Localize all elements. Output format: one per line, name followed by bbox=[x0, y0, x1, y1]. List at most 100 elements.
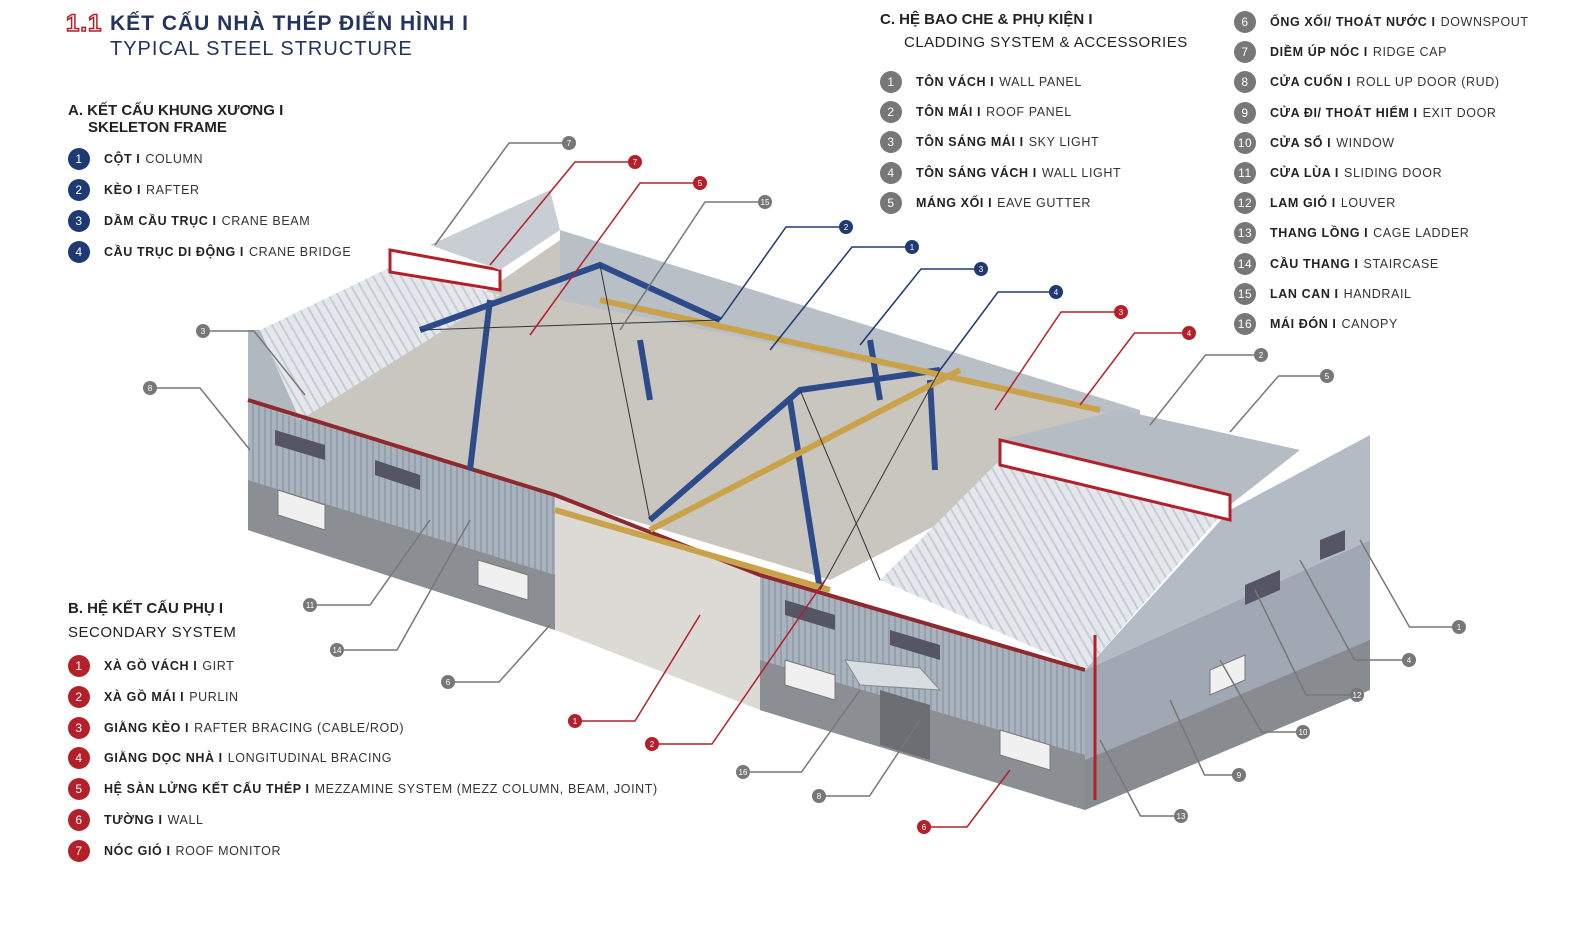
eave-gutter bbox=[247, 398, 1086, 672]
callout-leader-line bbox=[769, 246, 912, 351]
callout-marker bbox=[1254, 348, 1268, 362]
legend-label-en: DOWNSPOUT bbox=[1440, 15, 1529, 29]
callout-leader-line bbox=[1149, 354, 1261, 426]
callout-number: 14 bbox=[333, 646, 342, 655]
number-badge: 4 bbox=[68, 747, 90, 770]
legend-label-vi: CỬA ĐI/ THOÁT HIỂM I bbox=[1270, 105, 1418, 120]
number-badge: 7 bbox=[68, 839, 90, 862]
legend-label-en: STAIRCASE bbox=[1363, 256, 1439, 271]
number-badge: 1 bbox=[880, 71, 902, 93]
legend-label-en: PURLIN bbox=[189, 689, 239, 704]
roof-left bbox=[260, 265, 500, 420]
callout-leader-line bbox=[859, 268, 981, 346]
callout-marker bbox=[330, 643, 344, 657]
callout-leader-line bbox=[819, 719, 921, 797]
number-badge: 8 bbox=[1234, 71, 1256, 94]
number-badge: 2 bbox=[68, 685, 90, 708]
callout-leader-line bbox=[203, 330, 306, 396]
crane-beams bbox=[554, 297, 1101, 593]
section-b-title: B. HỆ KẾT CẤU PHỤ I bbox=[68, 600, 224, 617]
callout-number: 6 bbox=[446, 678, 451, 687]
callout-marker bbox=[736, 765, 750, 779]
section-number: 1.1 bbox=[65, 9, 103, 38]
number-badge: 5 bbox=[880, 191, 902, 214]
callout-number: 5 bbox=[698, 179, 703, 188]
legend-label-vi: TÔN VÁCH I bbox=[916, 75, 995, 89]
legend-label-vi: ỐNG XỐI/ THOÁT NƯỚC I bbox=[1270, 15, 1436, 29]
callout-marker bbox=[441, 675, 455, 689]
number-badge: 10 bbox=[1234, 131, 1256, 154]
legend-label-vi: LAN CAN I bbox=[1270, 286, 1339, 301]
door bbox=[880, 690, 930, 760]
floor bbox=[300, 240, 1140, 580]
legend-label-vi: XÀ GỒ VÁCH I bbox=[104, 659, 198, 673]
number-badge: 12 bbox=[1234, 192, 1256, 215]
callout-leader-line bbox=[1229, 375, 1327, 433]
callout-number: 4 bbox=[1054, 288, 1059, 297]
page-title: KẾT CẤU NHÀ THÉP ĐIỂN HÌNH I bbox=[110, 12, 469, 35]
legend-label-en: ROLL UP DOOR (RUD) bbox=[1356, 75, 1500, 90]
number-badge: 2 bbox=[68, 179, 90, 201]
callout-marker bbox=[974, 262, 988, 276]
legend-label-vi: NÓC GIÓ I bbox=[104, 843, 171, 858]
legend-label-en: ROOF PANEL bbox=[986, 105, 1072, 120]
callout-leader-line bbox=[489, 161, 635, 266]
legend-label-vi: CỬA CUỐN I bbox=[1270, 75, 1352, 90]
callout-number: 9 bbox=[1237, 771, 1242, 780]
callout-leader-line bbox=[1169, 699, 1239, 776]
legend-label-en: CRANE BRIDGE bbox=[248, 245, 352, 259]
canopy bbox=[844, 659, 942, 691]
number-badge: 9 bbox=[1234, 101, 1256, 124]
legend-label-en: WALL LIGHT bbox=[1041, 165, 1122, 180]
legend-label-en: CANOPY bbox=[1341, 316, 1398, 331]
number-badge: 7 bbox=[1234, 41, 1256, 64]
callout-number: 1 bbox=[573, 717, 578, 726]
legend-label-vi: TÔN MÁI I bbox=[916, 105, 982, 120]
callout-leader-line bbox=[434, 142, 569, 246]
callout-number: 12 bbox=[1353, 691, 1362, 700]
number-badge: 2 bbox=[880, 101, 902, 124]
number-badge: 3 bbox=[68, 716, 90, 739]
page-subtitle: TYPICAL STEEL STRUCTURE bbox=[110, 38, 413, 60]
callout-number: 8 bbox=[148, 384, 153, 393]
callout-number: 4 bbox=[1187, 329, 1192, 338]
callout-number: 5 bbox=[1325, 372, 1330, 381]
number-badge: 16 bbox=[1234, 312, 1256, 335]
legend-item: 14 CẦU THANG I STAIRCASE bbox=[1234, 252, 1529, 275]
callout-leader-line bbox=[448, 624, 551, 683]
number-badge: 1 bbox=[68, 655, 90, 677]
legend-item: 16 MÁI ĐÓN I CANOPY bbox=[1234, 312, 1529, 335]
callout-number: 3 bbox=[1119, 308, 1124, 317]
number-badge: 6 bbox=[1234, 11, 1256, 33]
callout-leader-line bbox=[619, 201, 765, 331]
callout-leader-line bbox=[924, 769, 1011, 828]
legend-label-en: LOUVER bbox=[1340, 196, 1396, 211]
callout-leader-line bbox=[652, 579, 826, 745]
callout-number: 3 bbox=[201, 327, 206, 336]
callout-number: 2 bbox=[844, 223, 849, 232]
callout-marker bbox=[1350, 688, 1364, 702]
roof-monitor-right bbox=[998, 438, 1232, 522]
legend-label-vi: CỬA SỔ I bbox=[1270, 135, 1332, 150]
legend-label-vi: THANG LỒNG I bbox=[1270, 226, 1369, 241]
number-badge: 3 bbox=[880, 131, 902, 154]
number-badge: 14 bbox=[1234, 252, 1256, 275]
legend-label-vi: CẦU THANG I bbox=[1270, 256, 1359, 271]
legend-label-vi: XÀ GỒ MÁI I bbox=[104, 689, 185, 704]
callout-number: 2 bbox=[650, 740, 655, 749]
roll-up-door bbox=[555, 495, 760, 710]
legend-label-vi: MÁI ĐÓN I bbox=[1270, 316, 1337, 331]
roof-monitor-left bbox=[388, 248, 502, 292]
